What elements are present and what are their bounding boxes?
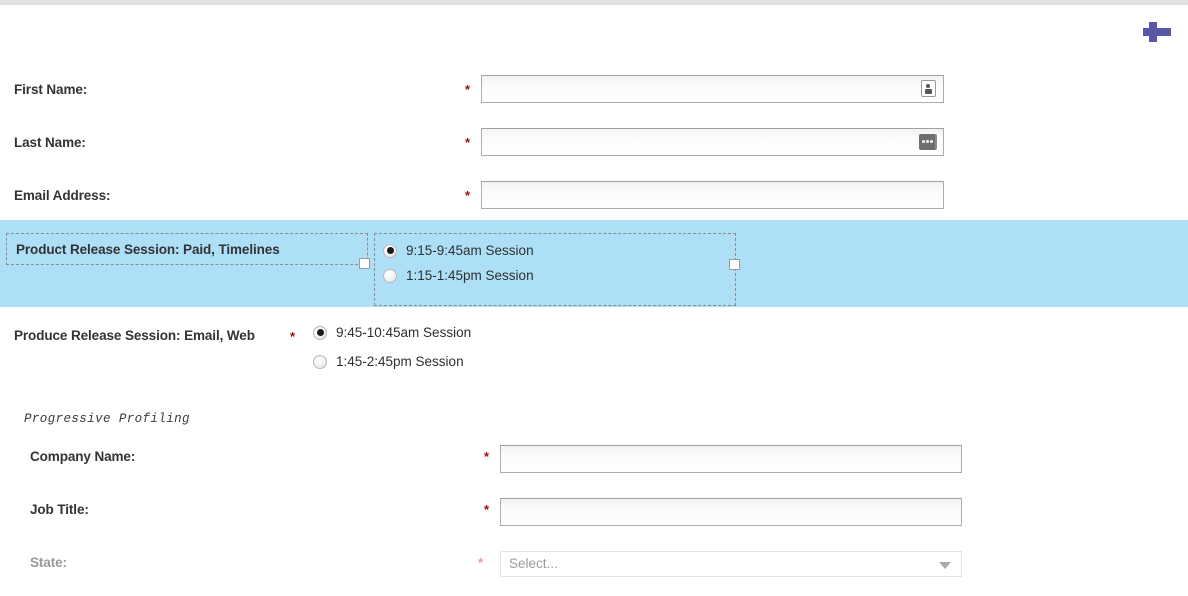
company-name-required-marker: *	[484, 449, 490, 464]
radio-dot-945-1045am[interactable]	[313, 325, 327, 340]
password-key-icon-dot	[930, 140, 933, 143]
job-title-label: Job Title:	[30, 502, 89, 517]
window-top-bar	[0, 0, 1188, 5]
job-title-input[interactable]	[500, 498, 962, 526]
plus-icon-horizontal-bar	[1143, 28, 1171, 36]
last-name-label: Last Name:	[14, 135, 86, 150]
radio-option-145-245pm[interactable]: 1:45-2:45pm Session	[313, 354, 464, 369]
radio-dot-915-945am[interactable]	[383, 243, 397, 258]
state-select-value: Select...	[509, 556, 558, 571]
chevron-down-icon[interactable]	[939, 562, 951, 569]
password-key-icon-dot	[926, 140, 929, 143]
company-name-input[interactable]	[500, 445, 962, 473]
company-name-label: Company Name:	[30, 449, 136, 464]
plus-icon[interactable]	[1139, 14, 1175, 50]
radio-option-945-1045am[interactable]: 9:45-10:45am Session	[313, 325, 471, 340]
password-key-icon[interactable]	[919, 134, 937, 150]
progressive-profiling-caption: Progressive Profiling	[24, 412, 190, 426]
contact-card-icon[interactable]	[921, 80, 936, 97]
radio-label-915-945am: 9:15-9:45am Session	[406, 243, 534, 258]
last-name-input[interactable]	[481, 128, 944, 156]
radio-option-115-145pm[interactable]: 1:15-1:45pm Session	[383, 268, 534, 283]
password-key-icon-dot	[922, 140, 925, 143]
radio-dot-145-245pm[interactable]	[313, 354, 327, 369]
email-address-label: Email Address:	[14, 188, 111, 203]
product-release-session-label: Product Release Session: Paid, Timelines	[16, 242, 280, 257]
produce-release-required-marker: *	[290, 329, 296, 344]
email-address-input[interactable]	[481, 181, 944, 209]
radio-label-945-1045am: 9:45-10:45am Session	[336, 325, 472, 340]
radio-label-115-145pm: 1:15-1:45pm Session	[406, 268, 534, 283]
state-select[interactable]: Select...	[500, 551, 962, 577]
radio-label-145-245pm: 1:45-2:45pm Session	[336, 354, 464, 369]
first-name-input[interactable]	[481, 75, 944, 103]
job-title-required-marker: *	[484, 502, 490, 517]
product-release-radios-resize-handle[interactable]	[729, 259, 740, 270]
plus-icon-vertical-bar	[1149, 22, 1157, 42]
state-required-marker: *	[478, 555, 484, 570]
produce-release-session-label: Produce Release Session: Email, Web	[14, 328, 255, 343]
product-release-label-resize-handle[interactable]	[359, 258, 370, 269]
radio-dot-115-145pm[interactable]	[383, 268, 397, 283]
first-name-label: First Name:	[14, 82, 88, 97]
selected-section-highlight[interactable]: Product Release Session: Paid, Timelines…	[0, 220, 1188, 307]
product-release-label-selection-box[interactable]	[6, 233, 368, 265]
state-label: State:	[30, 555, 67, 570]
last-name-required-marker: *	[465, 135, 471, 150]
email-address-required-marker: *	[465, 188, 471, 203]
first-name-required-marker: *	[465, 82, 471, 97]
radio-option-915-945am[interactable]: 9:15-9:45am Session	[383, 243, 534, 258]
